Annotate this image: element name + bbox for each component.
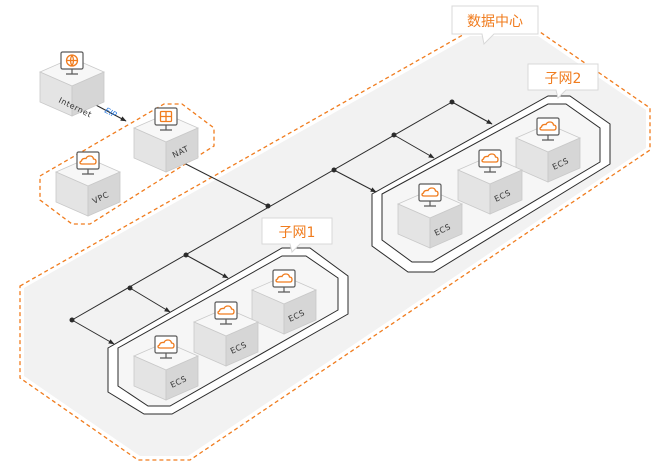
subnet1-ecs-2[interactable]: ECS <box>193 301 259 367</box>
subnet2-title: 子网2 <box>545 71 582 87</box>
nat-node[interactable]: NAT <box>133 107 199 173</box>
eip-label: EIP <box>103 106 118 120</box>
subnet1-ecs-1[interactable]: ECS <box>251 269 317 335</box>
datacenter-tag: 数据中心 <box>451 5 539 46</box>
datacenter-title: 数据中心 <box>467 14 523 30</box>
subnet2-ecs-3[interactable]: ECS <box>397 183 463 249</box>
internet-node[interactable]: Internet <box>39 51 105 119</box>
vpc-nat-group <box>39 103 215 225</box>
subnet2-tag: 子网2 <box>527 63 599 99</box>
subnet1-ecs-3[interactable]: ECS <box>133 335 199 401</box>
subnet2-ecs-1[interactable]: ECS <box>515 117 581 183</box>
subnet1-title: 子网1 <box>279 225 316 241</box>
vpc-node[interactable]: VPC <box>55 151 121 217</box>
subnet2-ecs-2[interactable]: ECS <box>457 149 523 215</box>
subnet1-tag: 子网1 <box>261 217 333 253</box>
network-lines <box>69 99 493 345</box>
